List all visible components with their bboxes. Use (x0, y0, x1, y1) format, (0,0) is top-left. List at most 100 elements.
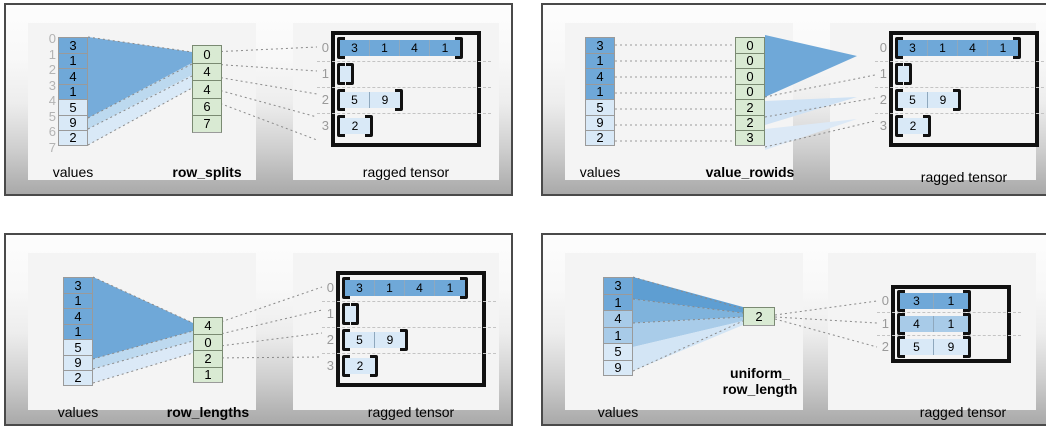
row-bracket (895, 63, 912, 85)
row-divider (322, 327, 496, 328)
tensor-cell: 3 (345, 280, 375, 296)
value-boundary-index: 3 (48, 77, 56, 93)
value-cell: 2 (585, 130, 615, 146)
value-cell: 4 (603, 310, 633, 327)
tensor-cell: 2 (898, 118, 928, 134)
value-cell: 4 (585, 68, 615, 84)
ragged-tensor-label: ragged tensor (367, 404, 455, 420)
row-divider (317, 87, 491, 88)
encoding-cell: 0 (735, 68, 765, 84)
value-boundary-index: 0 (48, 31, 56, 46)
tensor-row-index: 2 (879, 92, 887, 107)
tensor-cell: 5 (345, 332, 375, 348)
tensor-row-index: 0 (879, 40, 887, 55)
values-label: values (597, 404, 639, 420)
ragged-tensor-label: ragged tensor (920, 169, 1008, 185)
value-cell: 1 (603, 293, 633, 310)
values-label: values (52, 164, 94, 180)
tensor-cell: 9 (934, 338, 968, 355)
value-cell: 4 (63, 308, 93, 324)
tensor-cell: 5 (340, 92, 370, 108)
row-bracket (342, 303, 359, 325)
tensor-row-index: 0 (881, 292, 889, 308)
value-boundary-index: 1 (48, 46, 56, 62)
tensor-outer-bracket (891, 285, 1011, 363)
tensor-row-index: 2 (326, 332, 334, 347)
encoding-label: row_lengths (166, 404, 250, 420)
row-divider (322, 353, 496, 354)
tensor-row-index: 1 (881, 315, 889, 331)
tensor-row-index: 2 (321, 92, 329, 107)
value-cell: 2 (58, 130, 88, 146)
value-cell: 9 (603, 359, 633, 376)
value-cell: 5 (585, 99, 615, 115)
value-cell: 3 (585, 37, 615, 53)
value-cell: 5 (63, 339, 93, 355)
tensor-row (342, 303, 359, 325)
tensor-cell: 4 (400, 40, 430, 56)
value-cell: 9 (63, 354, 93, 370)
tensor-cell: 5 (900, 338, 934, 355)
encoding-cell: 2 (193, 350, 223, 367)
encoding-cell: 0 (193, 333, 223, 350)
encoding-label: value_rowids (705, 164, 795, 180)
value-cell: 1 (63, 292, 93, 308)
encoding-cell: 2 (735, 99, 765, 115)
value-boundary-index: 2 (48, 62, 56, 77)
tensor-cell: 3 (898, 40, 928, 56)
value-cell: 9 (58, 114, 88, 130)
value-cell: 1 (585, 83, 615, 99)
value-cell: 1 (63, 323, 93, 339)
tensor-row-index: 3 (326, 358, 334, 373)
tensor-cell: 1 (375, 280, 405, 296)
tensor-row-index: 1 (326, 306, 334, 321)
tensor-cell: 1 (934, 292, 968, 309)
encoding-column: 2 (743, 307, 775, 326)
value-cell: 3 (63, 277, 93, 293)
tensor-cell: 4 (405, 280, 435, 296)
tensor-outer-bracket (336, 271, 486, 387)
tensor-cell: 1 (988, 40, 1018, 56)
tensor-cell-empty (345, 306, 356, 322)
encoding-cell: 0 (735, 83, 765, 99)
encoding-cell: 3 (735, 130, 765, 146)
row-divider (322, 301, 496, 302)
tensor-outer-bracket (889, 31, 1039, 147)
tensor-cell: 4 (958, 40, 988, 56)
row-bracket: 2 (342, 355, 378, 377)
tensor-row-index: 3 (879, 118, 887, 133)
encoding-cell: 2 (735, 114, 765, 130)
encoding-cell: 6 (192, 97, 222, 115)
tensor-row: 2 (895, 115, 931, 137)
tensor-cell: 1 (370, 40, 400, 56)
row-divider (875, 87, 1046, 88)
tensor-cell: 5 (898, 92, 928, 108)
tensor-cell: 3 (900, 292, 934, 309)
value-boundary-index: 7 (48, 139, 56, 155)
tensor-row: 2 (342, 355, 378, 377)
value-boundary-index: 4 (48, 93, 56, 108)
row-bracket: 2 (337, 115, 373, 137)
tensor-row-index: 0 (321, 40, 329, 55)
row-bracket (337, 63, 354, 85)
